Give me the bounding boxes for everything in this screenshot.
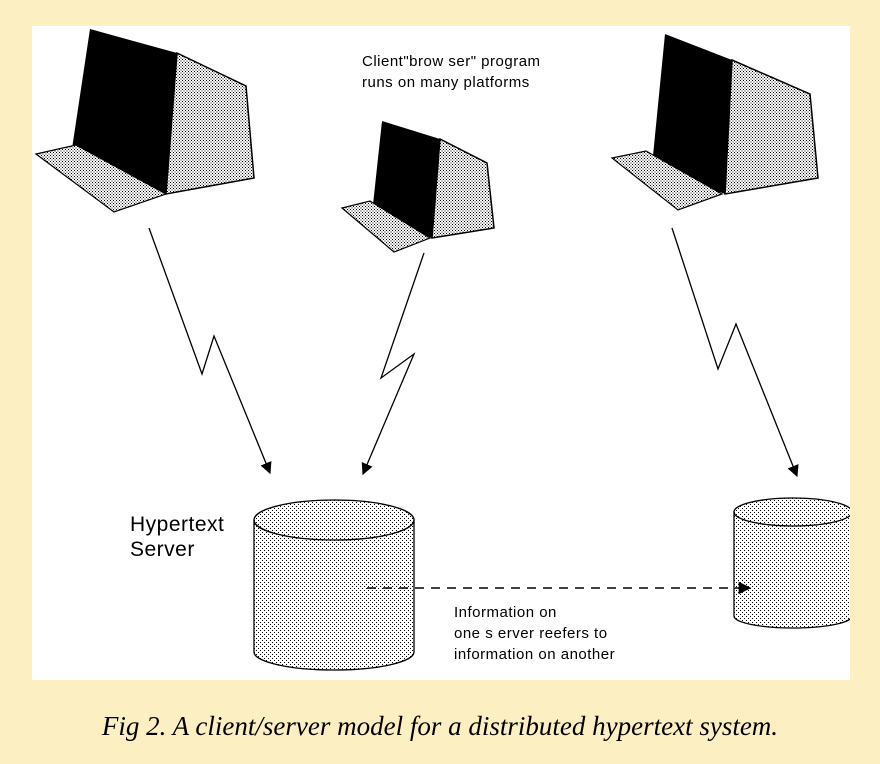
diagram-panel: Client"brow ser" program runs on many pl…: [32, 26, 850, 680]
link-note: Information on one s erver reefers to in…: [454, 602, 615, 665]
link-note-line2: one s erver reefers to: [454, 625, 608, 642]
figure-caption: Fig 2. A client/server model for a distr…: [101, 711, 779, 741]
computer-right-icon: [610, 34, 819, 211]
browser-note: Client"brow ser" program runs on many pl…: [362, 51, 541, 93]
browser-note-line1: Client"brow ser" program: [362, 53, 541, 70]
link-arrow-right: [671, 227, 799, 478]
link-note-line3: information on another: [454, 646, 616, 663]
link-arrow-middle: [361, 252, 425, 476]
server-label-line2: Server: [130, 538, 195, 561]
server-label: Hypertext Server: [130, 512, 224, 562]
remote-server-icon: [733, 497, 850, 629]
browser-note-line2: runs on many platforms: [362, 74, 530, 91]
link-arrow-left: [148, 227, 272, 475]
server-label-line1: Hypertext: [130, 513, 225, 536]
hypertext-server-icon: [253, 499, 415, 671]
computer-left-icon: [34, 29, 255, 213]
link-note-line1: Information on: [454, 604, 557, 621]
computer-middle-icon: [340, 121, 495, 253]
client-server-diagram: [34, 29, 850, 671]
